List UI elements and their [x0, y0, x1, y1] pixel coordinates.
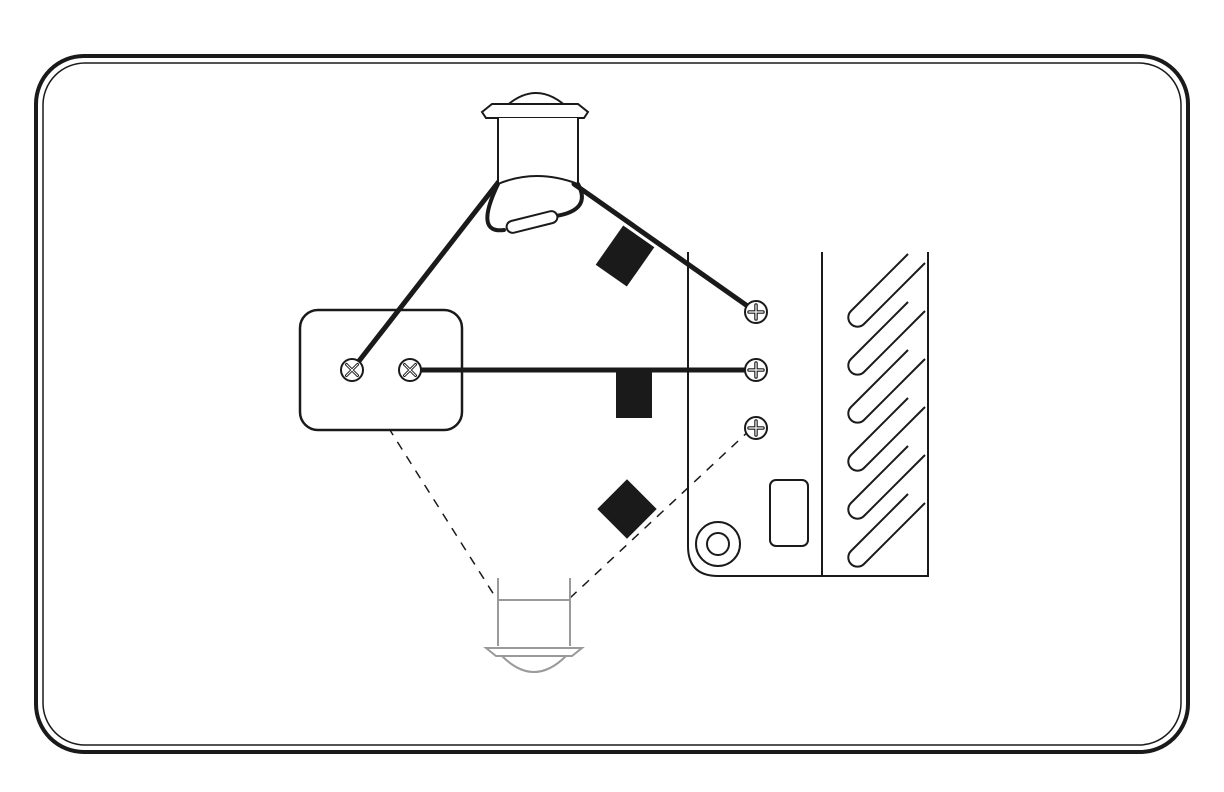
- sensor-top: [482, 93, 588, 184]
- control-knob-inner: [707, 533, 729, 555]
- tape-blocks: [596, 225, 657, 538]
- control-knob-outer: [696, 522, 740, 566]
- terminal-bottom: [745, 417, 767, 439]
- tape-lower: [597, 479, 656, 538]
- resistor: [487, 184, 582, 234]
- sensor-bottom-ghost: [486, 578, 582, 672]
- control-slot: [770, 480, 808, 546]
- screw-right: [399, 359, 421, 381]
- ghost-wire-right: [570, 428, 752, 598]
- panel-frame: [36, 56, 1188, 752]
- tape-middle: [616, 370, 652, 418]
- terminal-middle: [745, 359, 767, 381]
- wire-sensor-to-top-terminal: [574, 184, 756, 312]
- terminal-top: [745, 301, 767, 323]
- screw-left: [341, 359, 363, 381]
- heatsink: [848, 254, 925, 567]
